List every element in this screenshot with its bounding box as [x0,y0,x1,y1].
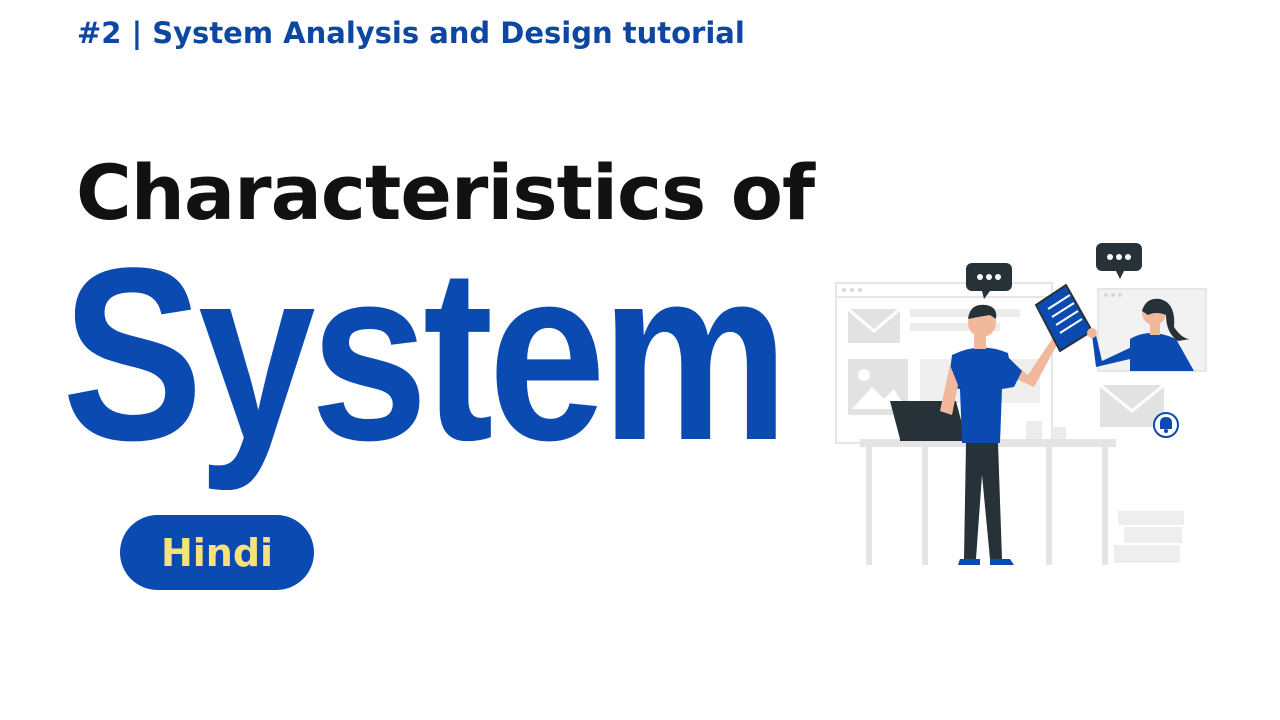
chat-bubble-icon [1096,243,1142,279]
mug [1026,421,1066,439]
woman-figure [1087,298,1194,371]
man-figure [940,304,1058,565]
language-badge[interactable]: Hindi [120,515,314,590]
chat-bubble-icon [966,263,1012,299]
envelope-icon [847,307,901,343]
box-stack [1114,511,1184,563]
big-word-title: System [62,217,789,492]
series-title: #2 | System Analysis and Design tutorial [77,16,745,50]
headline: Characteristics of [76,148,815,237]
bell-icon [1153,412,1179,438]
envelope-icon [1099,383,1165,427]
language-badge-label: Hindi [160,530,274,575]
office-illustration [835,243,1207,565]
